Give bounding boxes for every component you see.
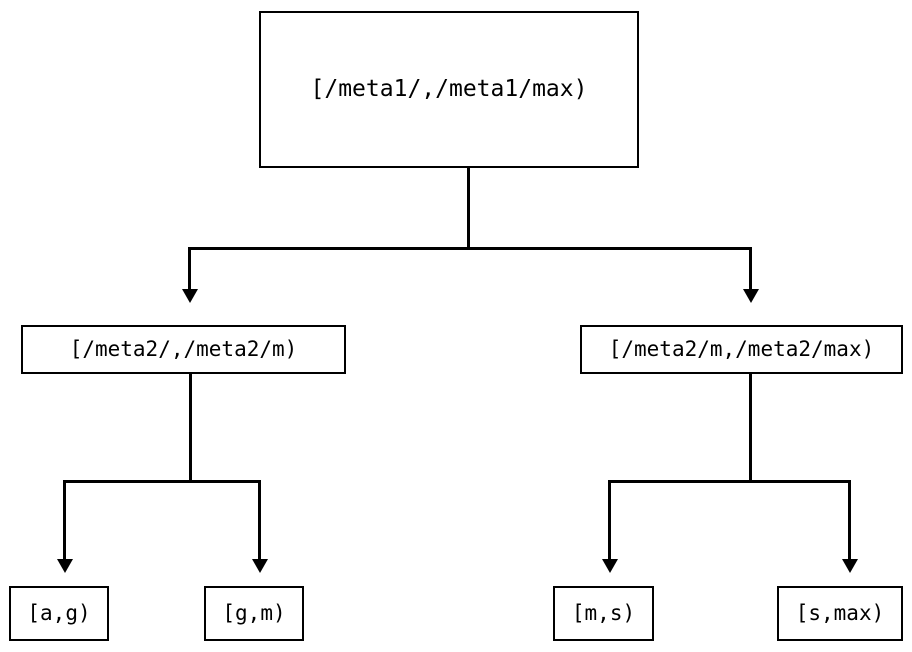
arrowhead-root-to-meta2-high <box>743 289 759 303</box>
node-leaf-ms[interactable]: [m,s) <box>553 586 654 641</box>
edge-meta2-low-crossbar <box>63 480 261 483</box>
edge-root-crossbar <box>188 247 752 250</box>
edge-meta2-high-stem <box>749 374 752 482</box>
edge-meta2-low-stem <box>189 374 192 482</box>
edge-root-stem <box>467 168 470 249</box>
edge-root-to-meta2-low-drop <box>188 247 191 290</box>
edge-meta2-low-to-leaf-gm-drop <box>258 480 261 560</box>
node-leaf-ag[interactable]: [a,g) <box>9 586 109 641</box>
node-meta2-high-label: [/meta2/m,/meta2/max) <box>608 337 875 361</box>
edge-meta2-low-to-leaf-ag-drop <box>63 480 66 560</box>
node-root-label: [/meta1/,/meta1/max) <box>310 76 588 102</box>
node-leaf-gm-label: [g,m) <box>222 601 286 625</box>
node-meta2-high[interactable]: [/meta2/m,/meta2/max) <box>580 325 903 374</box>
arrowhead-meta2-high-to-leaf-smax <box>842 559 858 573</box>
arrowhead-meta2-high-to-leaf-ms <box>602 559 618 573</box>
node-leaf-ag-label: [a,g) <box>27 601 91 625</box>
arrowhead-root-to-meta2-low <box>182 289 198 303</box>
node-leaf-smax-label: [s,max) <box>795 601 885 625</box>
arrowhead-meta2-low-to-leaf-ag <box>57 559 73 573</box>
node-meta2-low-label: [/meta2/,/meta2/m) <box>69 337 298 361</box>
node-root[interactable]: [/meta1/,/meta1/max) <box>259 11 639 168</box>
edge-meta2-high-to-leaf-ms-drop <box>608 480 611 560</box>
arrowhead-meta2-low-to-leaf-gm <box>252 559 268 573</box>
node-meta2-low[interactable]: [/meta2/,/meta2/m) <box>21 325 346 374</box>
node-leaf-gm[interactable]: [g,m) <box>204 586 304 641</box>
edge-meta2-high-crossbar <box>608 480 851 483</box>
node-leaf-ms-label: [m,s) <box>571 601 636 625</box>
node-leaf-smax[interactable]: [s,max) <box>777 586 903 641</box>
edge-meta2-high-to-leaf-smax-drop <box>848 480 851 560</box>
edge-root-to-meta2-high-drop <box>749 247 752 290</box>
